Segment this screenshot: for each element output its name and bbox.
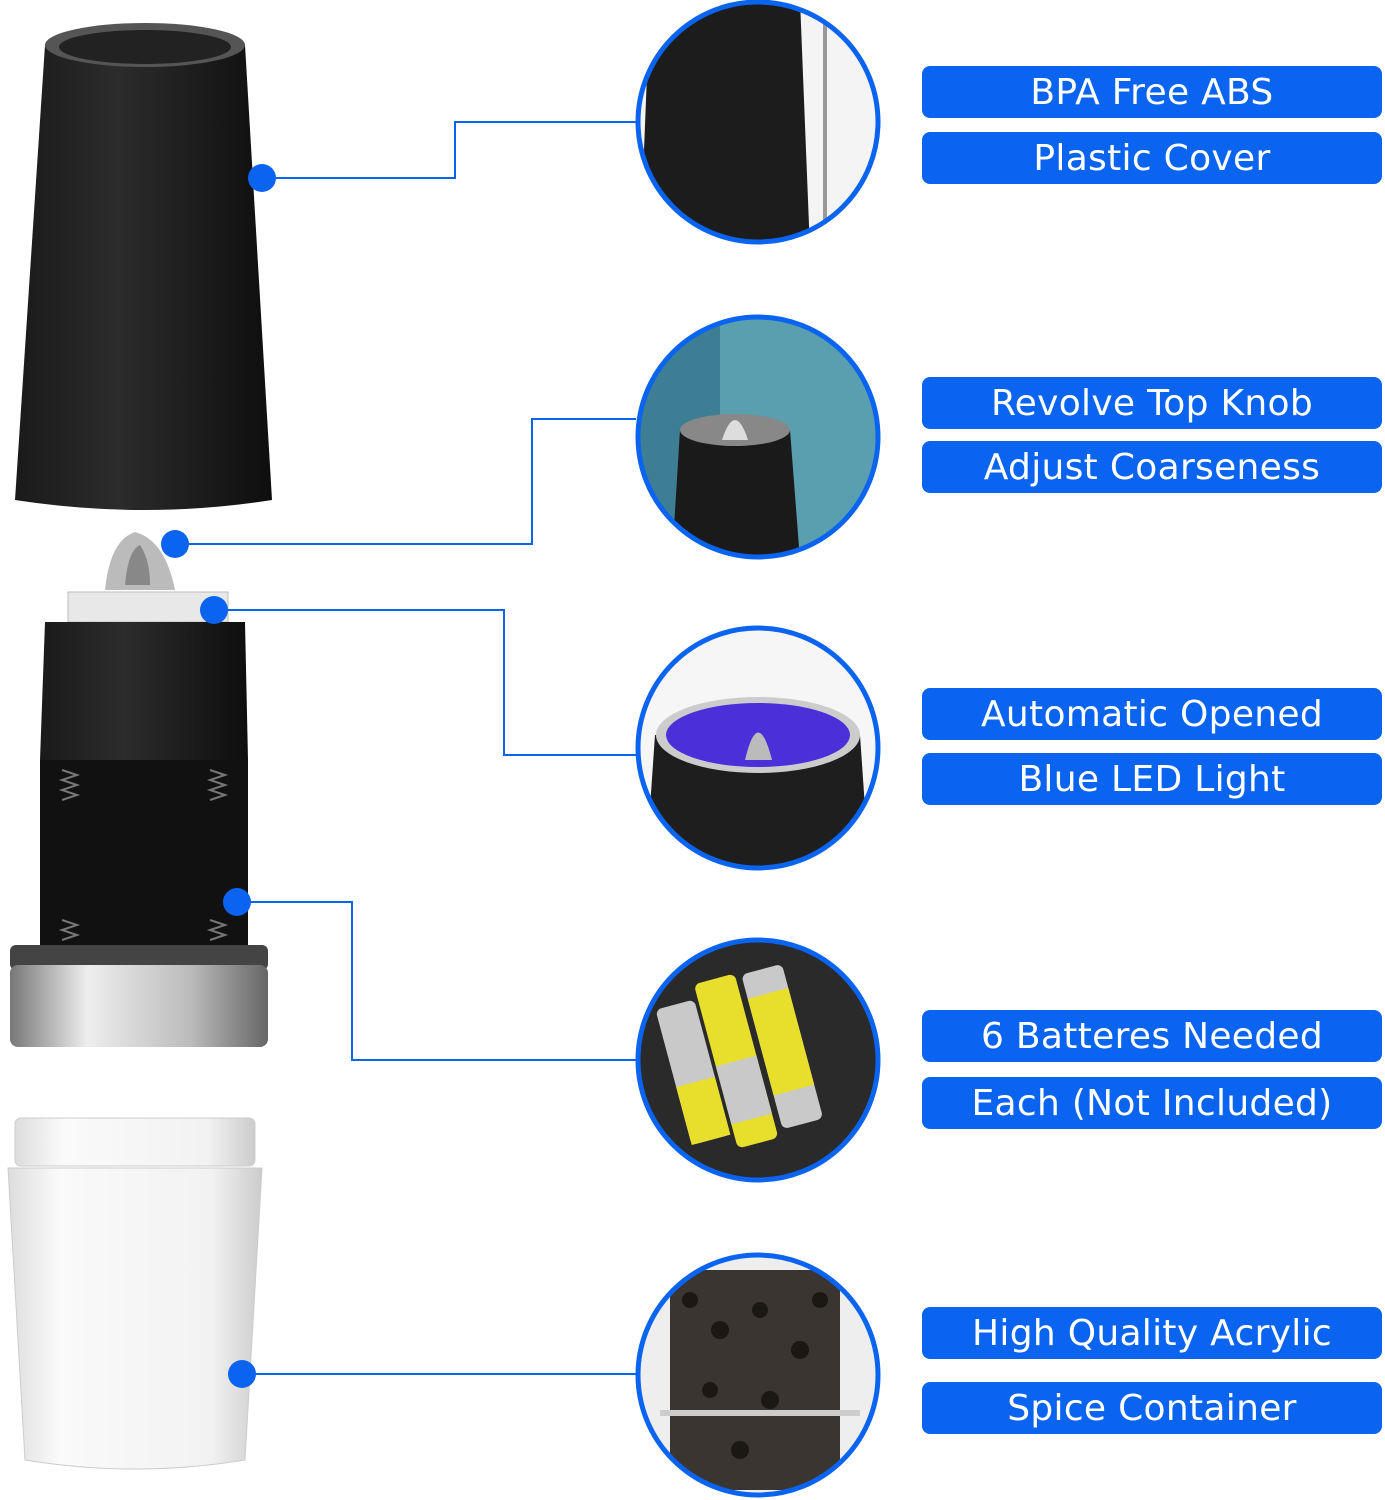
feature-label-knob-line1: Revolve Top Knob bbox=[922, 377, 1382, 429]
connector-lines bbox=[175, 121, 636, 1375]
detail-circle-batteries bbox=[640, 942, 876, 1178]
feature-label-led-line2: Blue LED Light bbox=[922, 753, 1382, 805]
feature-label-cover-line2: Plastic Cover bbox=[922, 132, 1382, 184]
feature-label-container-line1: High Quality Acrylic bbox=[922, 1307, 1382, 1359]
feature-label-led-line1: Automatic Opened bbox=[922, 688, 1382, 740]
feature-label-knob-line2: Adjust Coarseness bbox=[922, 441, 1382, 493]
detail-circle-cover bbox=[640, 4, 876, 240]
feature-label-battery-line2: Each (Not Included) bbox=[922, 1077, 1382, 1129]
spice-container-part bbox=[7, 1117, 263, 1470]
feature-label-cover-line1: BPA Free ABS bbox=[922, 66, 1382, 118]
detail-circle-container bbox=[640, 1257, 876, 1493]
callout-dots bbox=[161, 164, 276, 1388]
feature-label-battery-line1: 6 Batteres Needed bbox=[922, 1010, 1382, 1062]
top-knob-part bbox=[105, 532, 175, 590]
top-cover-part bbox=[15, 23, 272, 510]
grinder-body-part bbox=[10, 591, 268, 1047]
detail-circle-led bbox=[640, 630, 876, 866]
feature-label-container-line2: Spice Container bbox=[922, 1382, 1382, 1434]
detail-circle-borders bbox=[635, 0, 881, 1498]
detail-circle-knob bbox=[640, 319, 876, 555]
